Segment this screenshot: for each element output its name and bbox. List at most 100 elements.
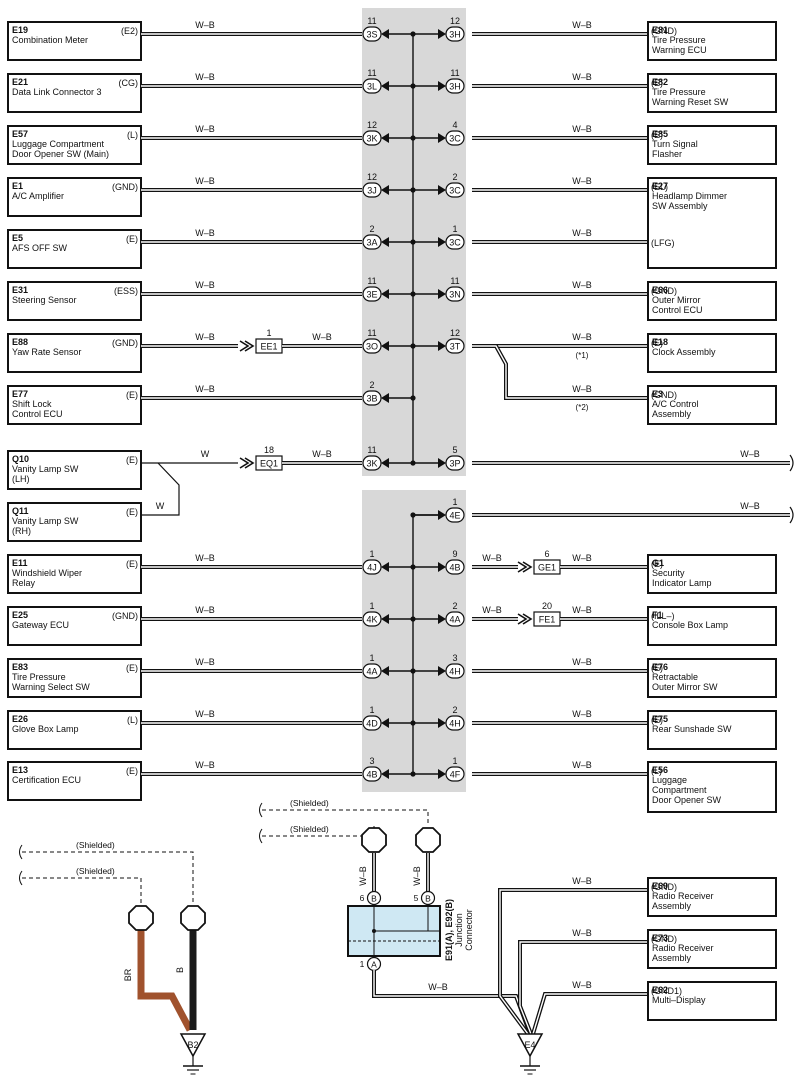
arrow-icon xyxy=(438,289,446,299)
terminal-label: (E) xyxy=(126,507,138,517)
shield-terminal-icon xyxy=(180,905,206,931)
junction-id: 3S xyxy=(366,30,377,40)
terminal-label: (GND1) xyxy=(651,986,682,996)
terminal-label: (ILL–) xyxy=(651,611,675,621)
wire-color-label: W–B xyxy=(572,332,592,342)
junction-id: 3B xyxy=(366,394,377,404)
component-name: Vanity Lamp SW xyxy=(12,464,79,474)
component-code: E19 xyxy=(12,25,28,35)
ground-triangle-icon xyxy=(179,1033,207,1058)
wire-color-label: W–B xyxy=(195,228,215,238)
junction-pin: 2 xyxy=(452,705,457,715)
shielded-label: (Shielded) xyxy=(290,824,329,834)
component-name: Console Box Lamp xyxy=(652,620,728,630)
terminal-label: (E) xyxy=(651,663,663,673)
terminal-label: (E) xyxy=(126,663,138,673)
junction-pin: 12 xyxy=(450,328,460,338)
terminal-label: (E) xyxy=(651,559,663,569)
connector-id: FE1 xyxy=(539,615,556,625)
wire-color-label: W–B xyxy=(428,982,448,992)
wire-color-label: BR xyxy=(123,968,133,981)
junction-id: 3C xyxy=(449,238,461,248)
wire-color-label: W–B xyxy=(195,384,215,394)
terminal-label: (ESS) xyxy=(114,286,138,296)
junction-id: 4B xyxy=(449,563,460,573)
component-code: E75 xyxy=(652,714,668,724)
junction-pin: 4 xyxy=(452,120,457,130)
component-name: Gateway ECU xyxy=(12,620,69,630)
terminal-label: (E) xyxy=(651,338,663,348)
arrow-icon xyxy=(438,81,446,91)
component-code: E83 xyxy=(12,662,28,672)
junction-pin: 11 xyxy=(450,68,459,78)
component-name: Turn Signal xyxy=(652,139,698,149)
wire-color-label: B xyxy=(175,967,185,973)
component-code: E62 xyxy=(652,985,668,995)
component-code: Q10 xyxy=(12,454,29,464)
junction-pin: 5 xyxy=(452,445,457,455)
arrow-icon xyxy=(438,237,446,247)
component-name: AFS OFF SW xyxy=(12,243,68,253)
component-name: Data Link Connector 3 xyxy=(12,87,102,97)
component-name: Assembly xyxy=(652,409,692,419)
component-name: A/C Control xyxy=(652,399,699,409)
wire-color-label: W–B xyxy=(572,928,592,938)
junction-connector-label: Connector xyxy=(464,909,474,951)
shield-terminal-icon xyxy=(361,827,387,853)
wire-right-e3 xyxy=(480,344,648,400)
junction-id: 4F xyxy=(450,770,461,780)
component-name: Steering Sensor xyxy=(12,295,77,305)
terminal-label: (E) xyxy=(651,715,663,725)
component-code: E5 xyxy=(12,233,23,243)
junction-4a: 4A1 xyxy=(362,653,389,679)
junction-id: 3K xyxy=(366,459,377,469)
junction-4e: 4E1 xyxy=(438,497,465,523)
junction-pin: 1 xyxy=(369,653,374,663)
wire-color-label: W–B xyxy=(195,657,215,667)
terminal-label: (L) xyxy=(127,130,138,140)
terminal-label: (GND) xyxy=(112,338,138,348)
junction-id: 3T xyxy=(450,342,461,352)
wire-color-label: W–B xyxy=(572,553,592,563)
component-code: E13 xyxy=(12,765,28,775)
connector-pin-circle xyxy=(366,890,382,906)
wire-color-label: W–B xyxy=(312,332,332,342)
shielded-label: (Shielded) xyxy=(76,866,115,876)
component-name: Compartment xyxy=(652,785,707,795)
component-code: G1 xyxy=(652,558,664,568)
arrow-icon xyxy=(381,29,389,39)
wire-color-label: W–B xyxy=(572,980,592,990)
component-code: E57 xyxy=(12,129,28,139)
component-name: Headlamp Dimmer xyxy=(652,191,727,201)
wire-color-label: W–B xyxy=(572,280,592,290)
junction-pin: 12 xyxy=(367,120,377,130)
component-name: Shift Lock xyxy=(12,399,52,409)
arrow-icon xyxy=(381,185,389,195)
component-name: Warning ECU xyxy=(652,45,707,55)
component-code: E85 xyxy=(652,129,668,139)
terminal-label: (GND) xyxy=(112,182,138,192)
junction-4j: 4J1 xyxy=(362,549,389,575)
wire-color-label: W–B xyxy=(412,866,422,886)
component-code: E21 xyxy=(12,77,28,87)
wire-color-label: W–B xyxy=(358,866,368,886)
component-name: Warning Select SW xyxy=(12,682,90,692)
wire-color-label: W–B xyxy=(195,176,215,186)
junction-pin: 12 xyxy=(367,172,377,182)
component-code: E25 xyxy=(12,610,28,620)
wire-color-label: W–B xyxy=(195,332,215,342)
junction-3b: 3B2 xyxy=(362,380,389,406)
connector-pin: 18 xyxy=(264,445,274,455)
